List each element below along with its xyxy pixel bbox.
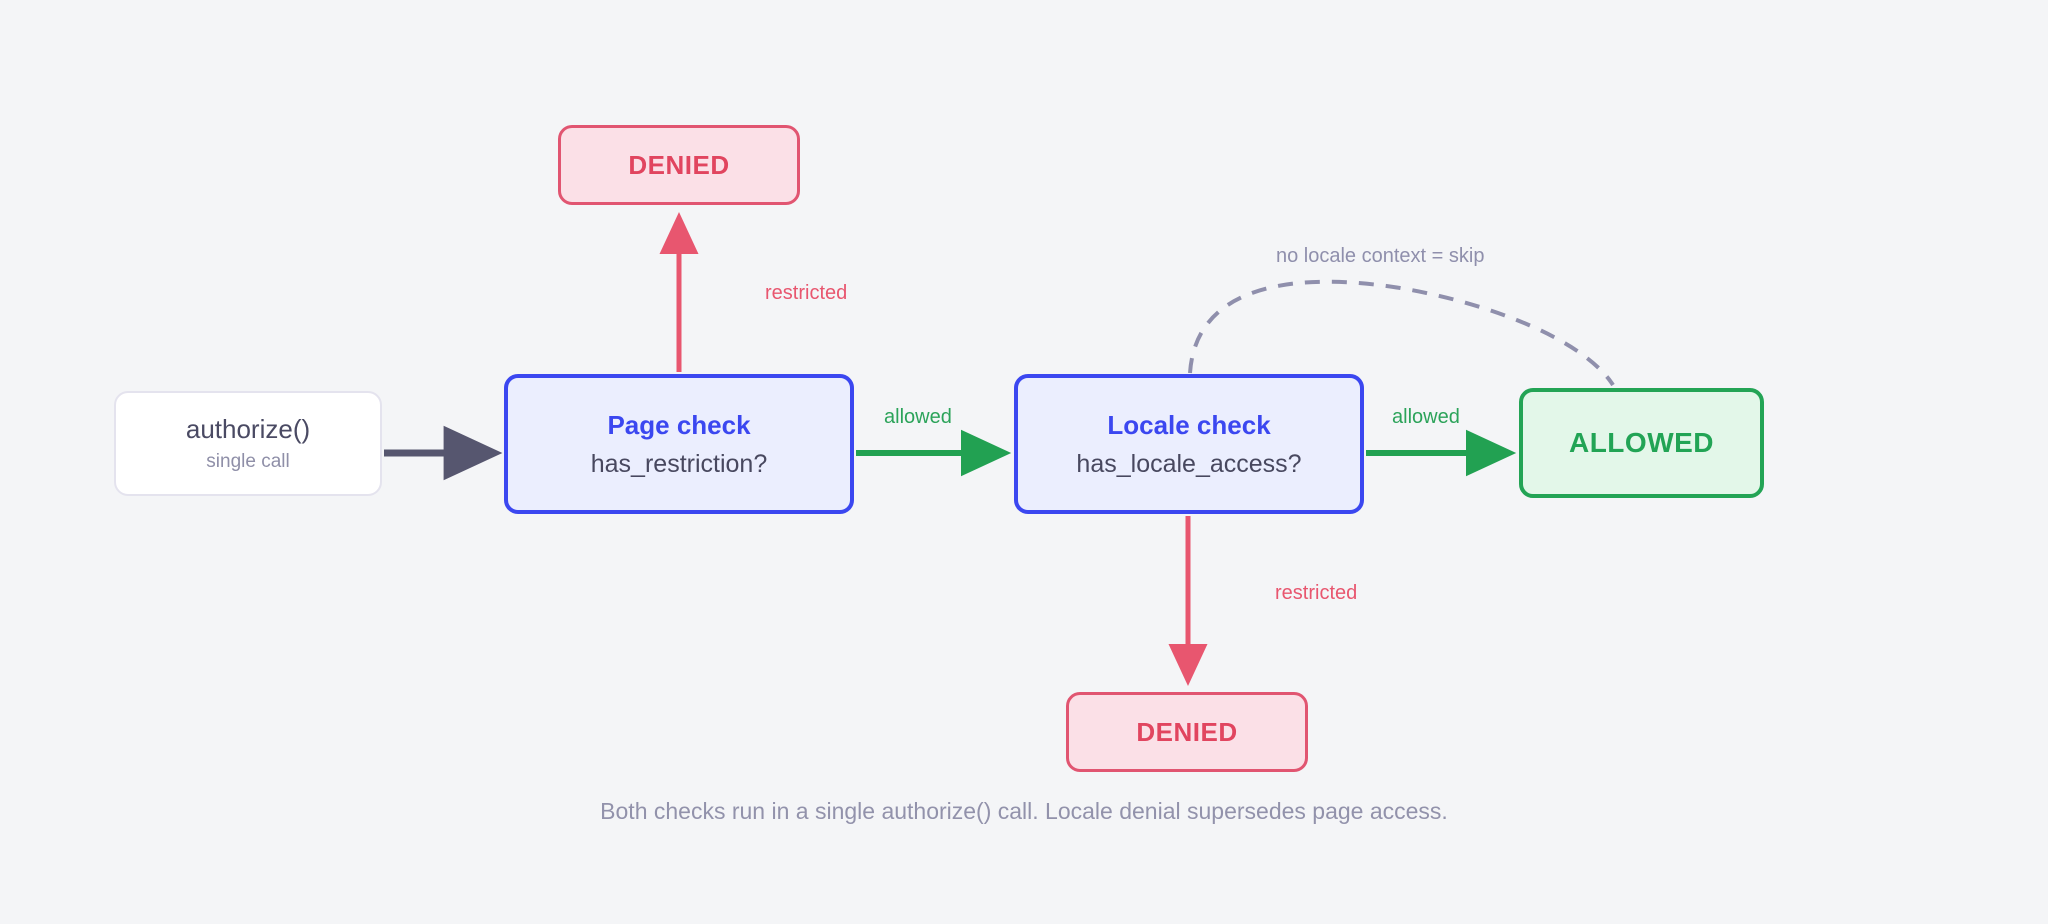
edge-label-locale-allowed: allowed — [1392, 406, 1460, 428]
allowed-label: ALLOWED — [1568, 427, 1715, 458]
locale-check-condition: has_locale_access? — [1076, 449, 1302, 478]
entry-title: authorize() — [185, 414, 311, 444]
node-locale-check[interactable]: Locale check has_locale_access? — [1014, 374, 1364, 514]
edge-label-no-locale-context-skip: no locale context = skip — [1276, 245, 1485, 267]
node-allowed[interactable]: ALLOWED — [1519, 388, 1764, 498]
page-check-condition: has_restriction? — [590, 449, 768, 478]
diagram-caption: Both checks run in a single authorize() … — [600, 798, 1448, 824]
denied-page-label: DENIED — [628, 150, 730, 180]
node-denied-locale[interactable]: DENIED — [1066, 692, 1308, 772]
entry-subtitle: single call — [206, 451, 290, 472]
node-denied-page[interactable]: DENIED — [558, 125, 800, 205]
node-authorize-entry[interactable]: authorize() single call — [114, 391, 382, 496]
page-check-title: Page check — [607, 409, 751, 440]
node-page-check[interactable]: Page check has_restriction? — [504, 374, 854, 514]
denied-locale-label: DENIED — [1136, 717, 1238, 747]
edge-label-locale-restricted: restricted — [1275, 582, 1358, 604]
locale-check-title: Locale check — [1107, 409, 1271, 440]
edge-label-page-allowed: allowed — [884, 406, 952, 428]
edge-locale-skip-to-allowed — [1188, 279, 1615, 387]
edge-label-page-restricted: restricted — [765, 282, 848, 304]
